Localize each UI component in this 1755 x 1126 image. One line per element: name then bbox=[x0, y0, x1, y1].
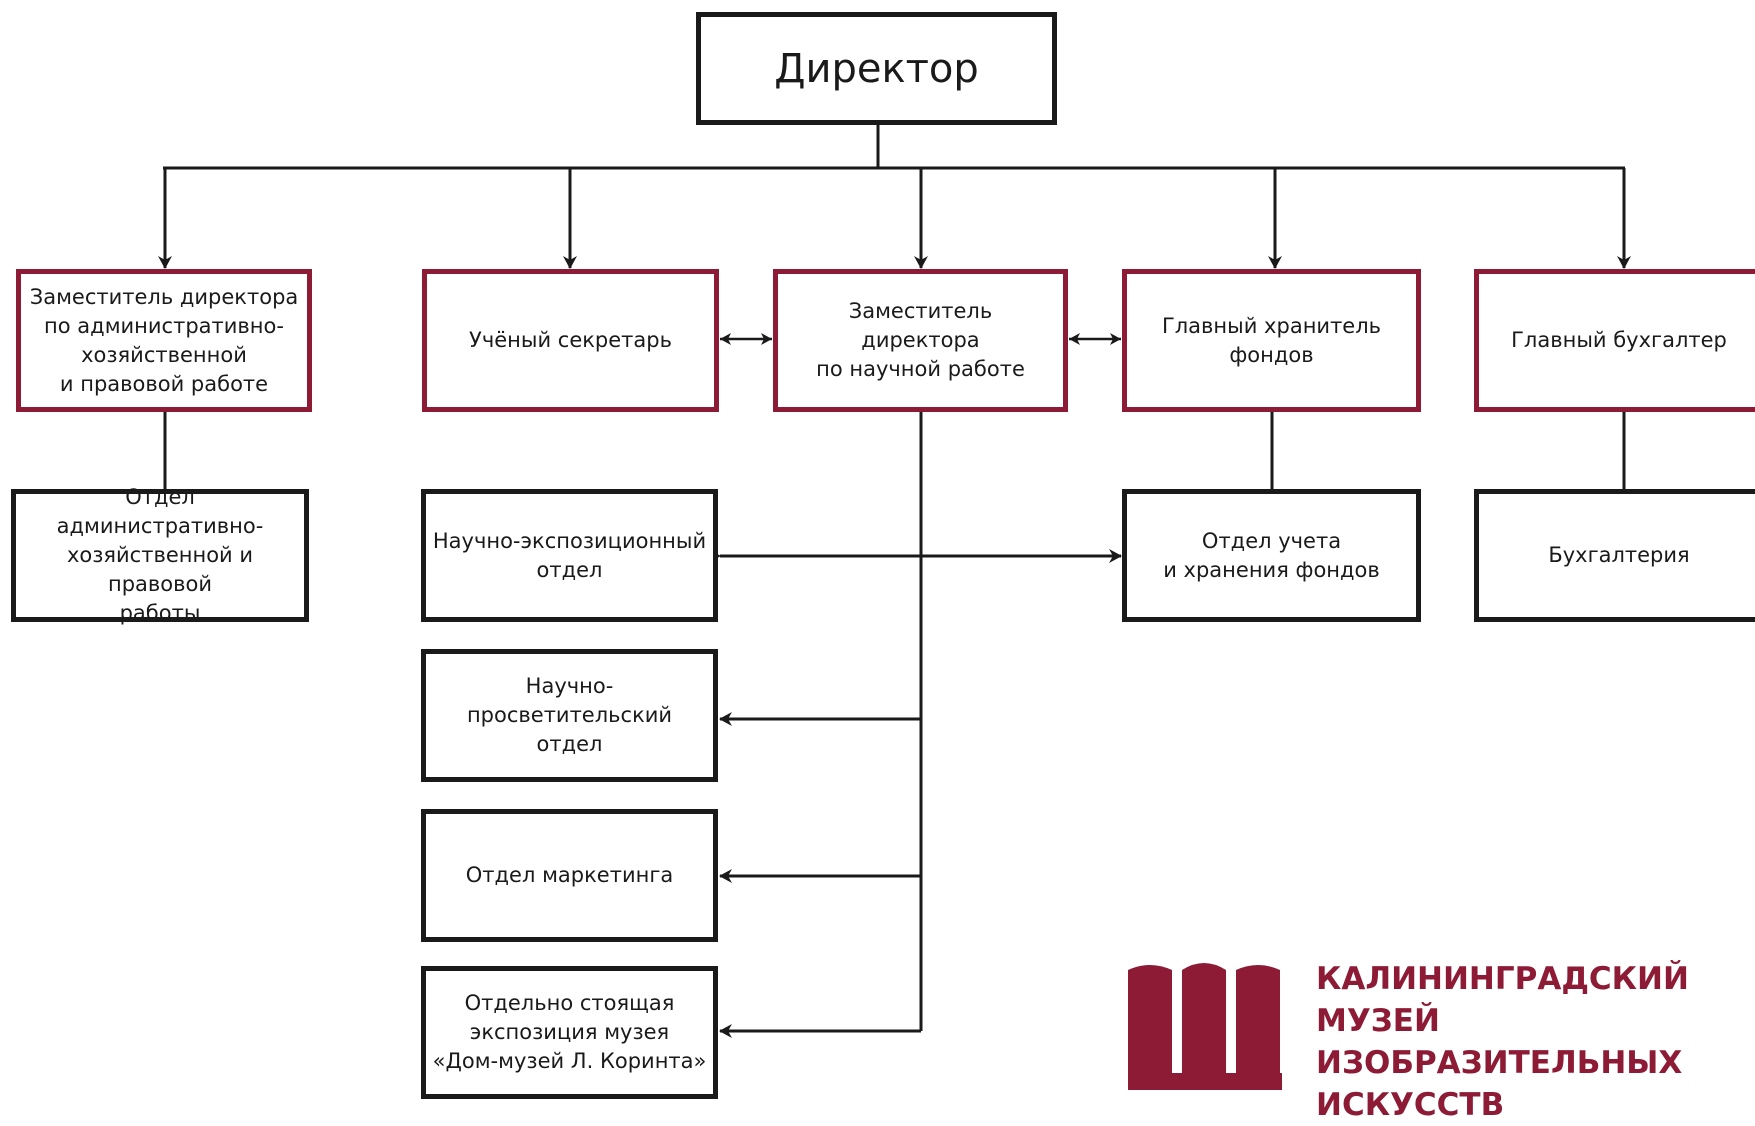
museum-logo-icon bbox=[1128, 963, 1282, 1090]
deputy-admin-box: Заместитель директора по административно… bbox=[16, 269, 312, 412]
chief-accountant-box: Главный бухгалтер bbox=[1474, 269, 1755, 412]
admin-department-label: Отдел административно- хозяйственной и п… bbox=[56, 485, 264, 625]
funds-department-box: Отдел учета и хранения фондов bbox=[1122, 489, 1421, 622]
deputy-science-label: Заместитель директора по научной работе bbox=[816, 299, 1025, 381]
education-department-label: Научно-просветительский отдел bbox=[466, 674, 673, 756]
director-box: Директор bbox=[696, 12, 1057, 125]
education-department-box: Научно-просветительский отдел bbox=[421, 649, 718, 782]
connector-lines bbox=[158, 124, 1631, 1038]
marketing-department-box: Отдел маркетинга bbox=[421, 809, 718, 942]
scientific-secretary-label: Учёный секретарь bbox=[469, 328, 672, 352]
marketing-department-label: Отдел маркетинга bbox=[465, 863, 674, 887]
chief-keeper-label: Главный хранитель фондов bbox=[1161, 313, 1382, 367]
corinth-house-museum-label: Отдельно стоящая экспозиция музея «Дом-м… bbox=[432, 991, 707, 1073]
accounting-department-label: Бухгалтерия bbox=[1548, 543, 1690, 567]
accounting-department-box: Бухгалтерия bbox=[1474, 489, 1755, 622]
exposition-department-box: Научно-экспозиционный отдел bbox=[421, 489, 718, 622]
museum-logo-text: КАЛИНИНГРАДСКИЙ МУЗЕЙ ИЗОБРАЗИТЕЛЬНЫХ ИС… bbox=[1316, 961, 1689, 1123]
admin-department-box: Отдел административно- хозяйственной и п… bbox=[11, 485, 309, 625]
chief-keeper-box: Главный хранитель фондов bbox=[1122, 269, 1421, 412]
scientific-secretary-box: Учёный секретарь bbox=[422, 269, 719, 412]
chief-accountant-label: Главный бухгалтер bbox=[1511, 328, 1727, 352]
deputy-admin-label: Заместитель директора по административно… bbox=[29, 284, 299, 396]
funds-department-label: Отдел учета и хранения фондов bbox=[1163, 528, 1380, 582]
corinth-house-museum-box: Отдельно стоящая экспозиция музея «Дом-м… bbox=[421, 966, 718, 1099]
exposition-department-label: Научно-экспозиционный отдел bbox=[432, 528, 707, 582]
director-label: Директор bbox=[774, 45, 979, 92]
deputy-science-box: Заместитель директора по научной работе bbox=[773, 269, 1068, 412]
